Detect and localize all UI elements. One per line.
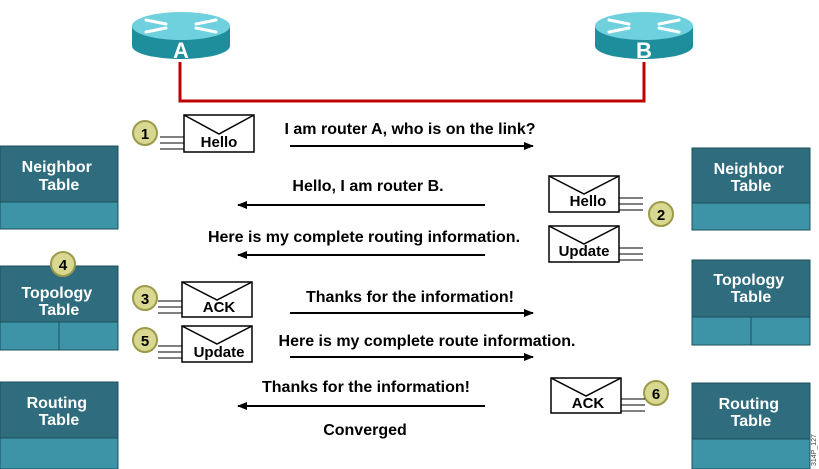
left-topology-table: Topology Table xyxy=(0,265,119,351)
figure-id: 314P_127 xyxy=(811,434,818,466)
right-routing-line1: Routing xyxy=(719,396,779,413)
svg-text:2: 2 xyxy=(657,207,665,224)
message-1: I am router A, who is on the link? xyxy=(285,121,536,138)
envelope-icon xyxy=(181,325,253,363)
converged-label: Converged xyxy=(323,422,407,439)
router-b: B xyxy=(595,12,693,63)
hello-packet-b: Hello xyxy=(548,175,643,213)
router-link xyxy=(178,62,646,103)
right-routing-line2: Table xyxy=(731,413,772,430)
step-badge-3: 3 xyxy=(132,285,158,311)
svg-text:Neighbor Table: Neighbor Table xyxy=(714,161,789,195)
right-neighbor-table: Neighbor Table xyxy=(691,147,811,231)
svg-text:Topology Table: Topology Table xyxy=(713,272,788,306)
message-4: Thanks for the information! xyxy=(306,289,514,306)
envelope-icon xyxy=(550,377,622,414)
envelope-icon xyxy=(181,281,253,318)
right-topology-line2: Table xyxy=(731,289,772,306)
left-routing-line2: Table xyxy=(39,412,80,429)
step-badge-6: 6 xyxy=(643,380,669,406)
left-topology-line1: Topology xyxy=(21,285,92,302)
left-routing-table: Routing Table xyxy=(0,381,119,469)
router-a-label: A xyxy=(173,38,189,63)
step-badge-1: 1 xyxy=(132,120,158,146)
svg-text:Update: Update xyxy=(559,243,610,260)
left-neighbor-line2: Table xyxy=(39,177,80,194)
svg-text:1: 1 xyxy=(141,126,149,143)
svg-text:Update: Update xyxy=(194,344,245,361)
svg-text:Routing Table: Routing Table xyxy=(719,396,784,430)
svg-text:6: 6 xyxy=(652,386,660,403)
message-6: Thanks for the information! xyxy=(262,379,470,396)
update-packet-b: Update xyxy=(548,225,643,263)
envelope-icon xyxy=(183,114,255,153)
ack-packet-a: ACK xyxy=(158,281,253,318)
svg-text:Topology Table: Topology Table xyxy=(21,285,96,319)
step-badge-2: 2 xyxy=(648,201,674,227)
svg-text:ACK: ACK xyxy=(572,395,605,412)
left-routing-line1: Routing xyxy=(27,395,87,412)
right-topology-line1: Topology xyxy=(713,272,784,289)
step-badge-4: 4 xyxy=(50,251,76,277)
router-a: A xyxy=(132,12,230,63)
right-neighbor-line2: Table xyxy=(731,178,772,195)
update-packet-a: Update xyxy=(158,325,253,363)
left-neighbor-table: Neighbor Table xyxy=(0,145,119,230)
hello-packet-a: Hello xyxy=(160,114,255,153)
router-icon xyxy=(595,12,693,59)
router-icon xyxy=(132,12,230,59)
svg-text:ACK: ACK xyxy=(203,299,236,316)
right-routing-table: Routing Table xyxy=(691,382,811,469)
right-neighbor-line1: Neighbor xyxy=(714,161,784,178)
message-2: Hello, I am router B. xyxy=(292,178,443,195)
message-5: Here is my complete route information. xyxy=(279,333,576,350)
right-topology-table: Topology Table xyxy=(691,259,811,346)
svg-text:Routing Table: Routing Table xyxy=(27,395,92,429)
svg-text:5: 5 xyxy=(141,333,149,350)
envelope-icon xyxy=(548,225,620,263)
left-topology-line2: Table xyxy=(39,302,80,319)
ack-packet-b: ACK xyxy=(550,377,645,414)
envelope-icon xyxy=(548,175,620,213)
step-badge-5: 5 xyxy=(132,327,158,353)
left-neighbor-line1: Neighbor xyxy=(22,159,92,176)
svg-text:Neighbor Table: Neighbor Table xyxy=(22,159,97,194)
message-3: Here is my complete routing information. xyxy=(208,229,520,246)
svg-text:Hello: Hello xyxy=(201,134,238,151)
svg-text:3: 3 xyxy=(141,291,149,308)
svg-text:Hello: Hello xyxy=(570,193,607,210)
svg-text:4: 4 xyxy=(59,257,68,274)
router-b-label: B xyxy=(636,38,652,63)
